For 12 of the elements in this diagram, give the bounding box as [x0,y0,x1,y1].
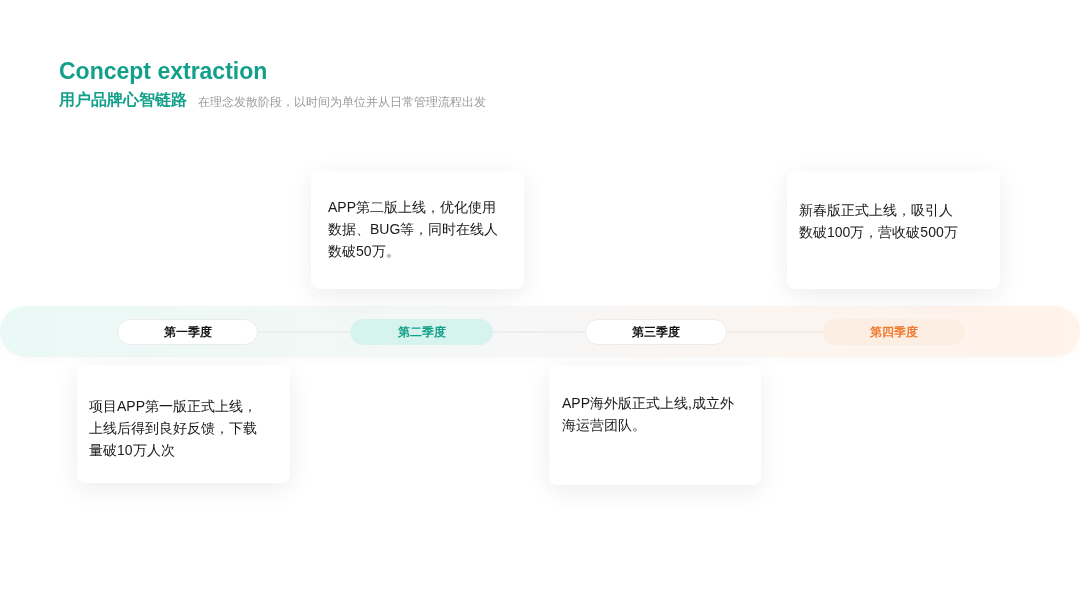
quarter-tag: 第三季度 [585,319,727,345]
subheading: 用户品牌心智链路 [59,90,187,110]
heading: Concept extraction [59,57,268,85]
event-card: 项目APP第一版正式上线，上线后得到良好反馈，下载量破10万人次 [77,365,290,483]
timeline-band [0,306,1080,357]
quarter-tag: 第一季度 [117,319,258,345]
event-card: APP海外版正式上线,成立外海运营团队。 [549,366,761,485]
event-card: APP第二版上线，优化使用数据、BUG等，同时在线人数破50万。 [311,171,524,289]
quarter-tag: 第四季度 [823,319,965,345]
event-card: 新春版正式上线，吸引人数破100万，营收破500万 [787,171,1000,289]
description-text: 在理念发散阶段，以时间为单位并从日常管理流程出发 [198,94,486,110]
quarter-tag: 第二季度 [350,319,493,345]
